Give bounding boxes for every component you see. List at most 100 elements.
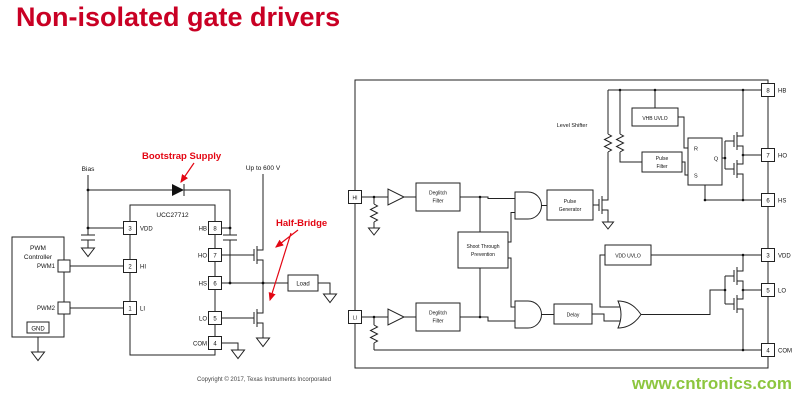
chip-left-pins: 3 VDD 2 HI 1 LI [123, 221, 153, 315]
pin-number: 6 [766, 199, 770, 205]
pwm-label-1: PWM [30, 245, 46, 252]
pin-name: HS [199, 282, 207, 288]
watermark: www.cntronics.com [632, 374, 792, 393]
pin-number: 8 [213, 227, 217, 233]
bootstrap-arrow [180, 162, 195, 183]
pin-number: 6 [213, 282, 217, 288]
block-shoot-through-prevention: Shoot Through Prevention [457, 231, 509, 269]
bootstrap-diode [172, 184, 185, 196]
svg-text:Filter: Filter [432, 199, 443, 205]
copyright-text: Copyright © 2017, Texas Instruments Inco… [197, 377, 332, 383]
application-circuit-diagram: PWM Controller PWM1 PWM2 GND UCC27712 3 … [11, 151, 338, 362]
bootstrap-supply-label: Bootstrap Supply [142, 151, 222, 162]
pwm-controller: PWM Controller PWM1 PWM2 GND [11, 236, 71, 338]
block-junction-dots [372, 88, 745, 352]
pin-number: 4 [213, 342, 217, 348]
gnd-pin-box [26, 321, 50, 334]
level-shift-mosfet [593, 191, 609, 219]
pin-name: VDD [778, 254, 791, 260]
svg-text:Prevention: Prevention [471, 252, 495, 258]
and-gate-high [514, 191, 542, 220]
ground-symbols [30, 247, 338, 362]
pin-name: HO [198, 254, 207, 260]
load-label: Load [296, 281, 309, 287]
svg-text:VDD UVLO: VDD UVLO [615, 254, 641, 260]
svg-text:Delay: Delay [567, 313, 580, 319]
pwm1-pin-box [57, 259, 71, 273]
pwm2-pin-box [57, 301, 71, 315]
high-side-mosfet [248, 241, 264, 269]
pwm-label-2: Controller [24, 254, 53, 261]
page-title: Non-isolated gate drivers [16, 2, 341, 32]
half-bridge-arrow-bottom [268, 232, 292, 302]
latch-s-label: S [694, 174, 698, 180]
pin-number: 2 [128, 265, 132, 271]
pin-number: 3 [766, 254, 770, 260]
pin-name: LI [140, 307, 145, 313]
pin-number: 1 [128, 307, 132, 313]
input-pin-li: LI [348, 310, 362, 324]
pwm2-label: PWM2 [37, 306, 56, 312]
pwm1-label: PWM1 [37, 264, 56, 270]
pin-name: COM [778, 349, 792, 355]
input-pin-hi: HI [348, 190, 362, 204]
pin-name: VDD [140, 227, 153, 233]
and-gate-low [514, 300, 542, 329]
pin-number: 7 [213, 254, 217, 260]
hi-pin-label: HI [353, 196, 358, 202]
pin-name: HI [140, 265, 146, 271]
half-bridge-arrow-top [275, 229, 299, 248]
circuit-wires [37, 174, 331, 352]
svg-text:VHB UVLO: VHB UVLO [642, 116, 667, 122]
low-side-mosfet [248, 304, 264, 332]
svg-text:Deglitch: Deglitch [429, 191, 447, 197]
block-ground-symbols [367, 221, 615, 236]
svg-text:Deglitch: Deglitch [429, 311, 447, 317]
load-box: Load [287, 274, 319, 292]
pin-name: HO [778, 154, 787, 160]
low-driver-upper-mosfet [728, 262, 744, 290]
low-driver-lower-mosfet [728, 290, 744, 318]
junction-dots [86, 188, 265, 285]
svg-text:Pulse: Pulse [564, 199, 577, 205]
pin-name: LO [778, 289, 786, 295]
pin-number: 4 [766, 349, 770, 355]
high-driver-lower-mosfet [728, 155, 744, 183]
level-shifter-label: Level Shifter [557, 123, 588, 129]
pin-number: 7 [766, 154, 770, 160]
block-pulse-filter: Pulse Filter [641, 151, 683, 173]
latch-r-label: R [694, 147, 698, 153]
block-delay: Delay [553, 303, 593, 325]
svg-text:Generator: Generator [559, 207, 582, 213]
gnd-label: GND [31, 326, 45, 332]
block-deglitch-filter-low: Deglitch Filter [415, 302, 461, 332]
block-wires [361, 89, 762, 351]
bias-label: Bias [82, 166, 95, 173]
rs-latch: R S Q [687, 137, 723, 186]
pin-number: 8 [766, 89, 770, 95]
block-vdd-uvlo: VDD UVLO [604, 244, 652, 266]
svg-text:Filter: Filter [656, 164, 667, 170]
pin-number: 5 [766, 289, 770, 295]
pin-name: LO [199, 317, 207, 323]
block-vhb-uvlo: VHB UVLO [631, 107, 679, 127]
li-input-buffer [387, 308, 406, 326]
block-pins-right: 8 HB 7 HO 6 HS 3 VDD 5 LO 4 COM [761, 83, 792, 357]
hi-input-buffer [387, 188, 406, 206]
chip-right-pins: 8 HB 7 HO 6 HS 5 LO 4 COM [193, 221, 222, 350]
ucc27712-chip: UCC27712 3 VDD 2 HI 1 LI 8 HB 7 HO [123, 204, 222, 356]
pin-name: HB [199, 227, 207, 233]
high-driver-upper-mosfet [728, 127, 744, 155]
block-pulse-generator: Pulse Generator [546, 189, 594, 221]
li-pin-label: LI [353, 316, 357, 322]
pin-number: 3 [128, 227, 132, 233]
chip-outline [129, 204, 216, 356]
latch-q-label: Q [714, 157, 719, 163]
annotations: Bootstrap Supply Half-Bridge [142, 151, 327, 302]
internal-block-diagram: HI LI Deglitch Filter Deglitch Filter Sh… [348, 79, 792, 369]
pin-name: HS [778, 199, 786, 205]
pin-number: 5 [213, 317, 217, 323]
pin-name: COM [193, 342, 207, 348]
or-gate-low [617, 300, 642, 329]
